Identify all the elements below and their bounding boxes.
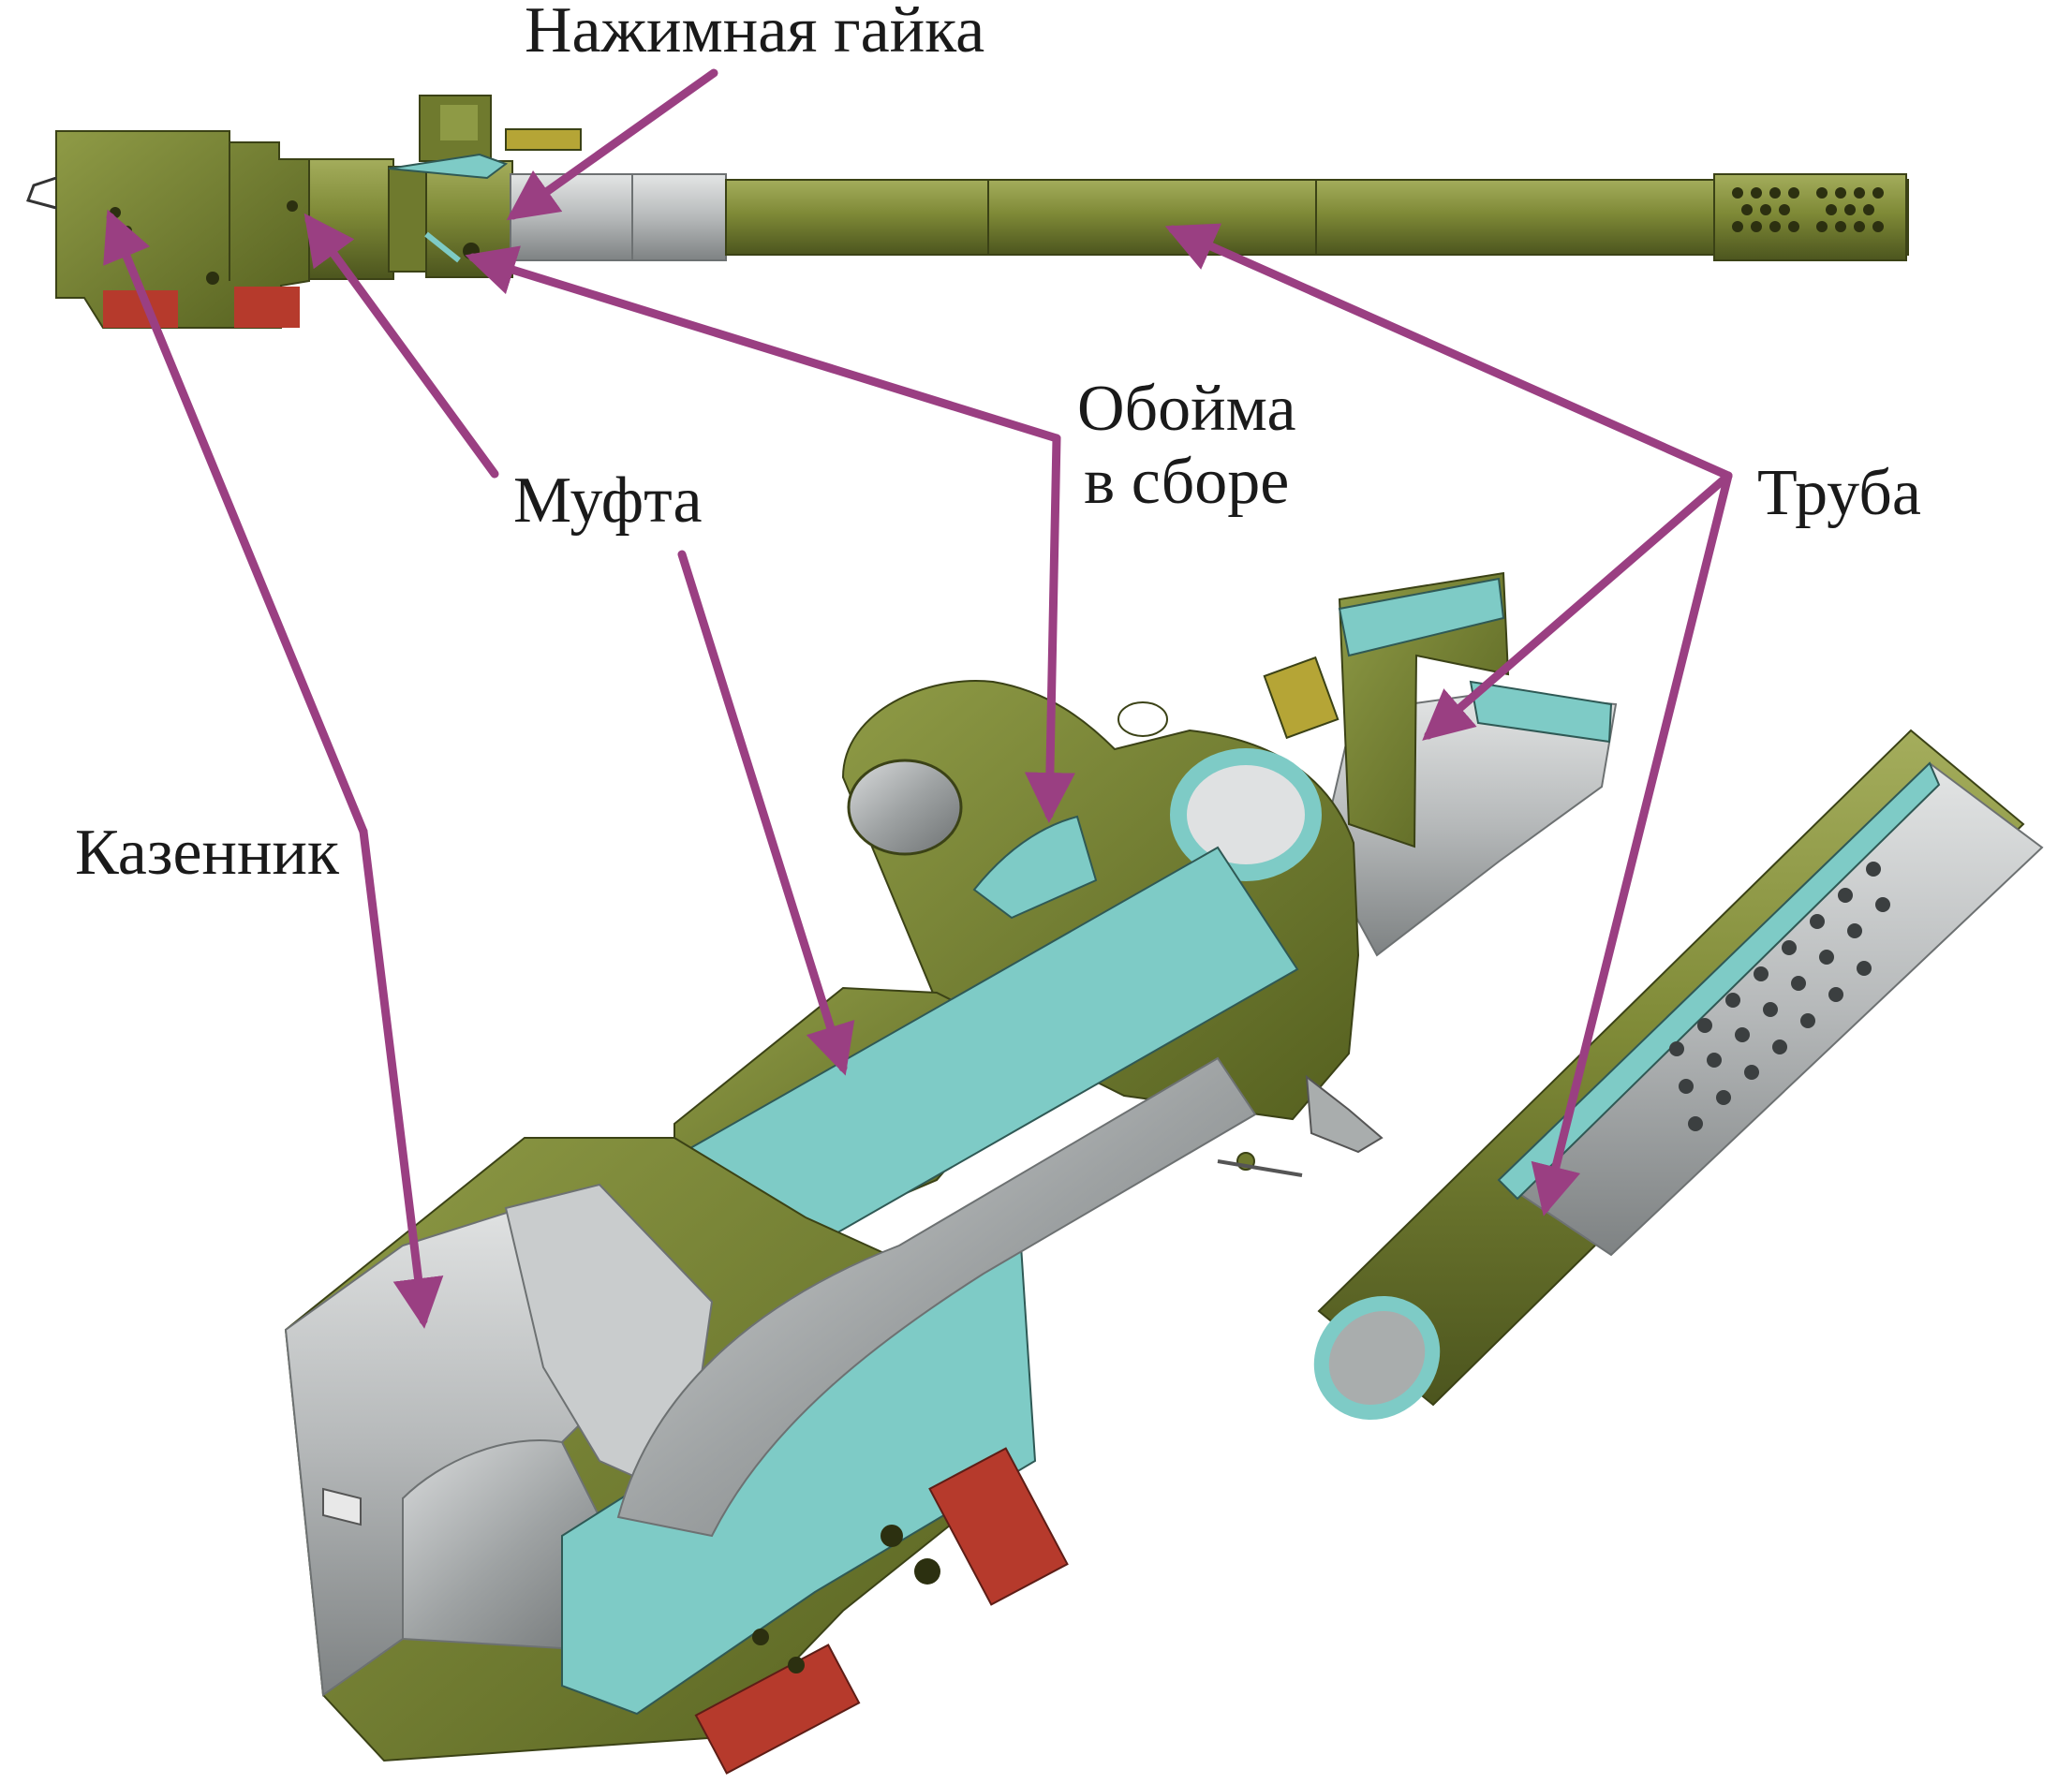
label-clip-assembly: Обойма в сборе xyxy=(1077,373,1296,519)
assembled-gun-side-view xyxy=(26,95,1909,329)
muzzle-brake-holes xyxy=(1669,862,1890,1131)
arrow-coupling-top xyxy=(303,213,499,479)
muzzle-tube-section xyxy=(1313,729,2044,1420)
arrow-coupling-bottom xyxy=(677,550,855,1076)
arrow-tube-rear xyxy=(1422,471,1733,741)
label-coupling: Муфта xyxy=(513,464,703,537)
breech-block-top xyxy=(26,130,310,329)
label-tube: Труба xyxy=(1757,457,1921,529)
coupling-cutaway xyxy=(673,846,1299,1247)
arrow-clip-bottom xyxy=(1024,434,1075,823)
arrow-breech-bottom xyxy=(359,827,444,1329)
arrow-tube-muzzle xyxy=(1531,471,1733,1216)
label-breech: Казенник xyxy=(75,817,339,889)
barrel-tube-rear-section xyxy=(1263,571,1618,957)
pressure-nut-top xyxy=(510,173,727,261)
label-pressure-nut: Нажимная гайка xyxy=(525,0,985,66)
label-arrows xyxy=(103,68,1733,1329)
arrow-tube-top xyxy=(1164,223,1733,480)
label-clip-assembly-line1: Обойма xyxy=(1077,373,1296,445)
arrow-breech-top xyxy=(103,209,368,836)
breech-ring xyxy=(284,1056,1257,1775)
label-clip-assembly-line2: в сборе xyxy=(1084,446,1290,518)
breech-cutaway xyxy=(284,571,1618,1775)
arrow-pressure-nut xyxy=(506,68,718,221)
arrow-clip-top xyxy=(465,245,1061,443)
coupling-top xyxy=(308,158,427,280)
barrel-tube-top xyxy=(725,173,1909,261)
